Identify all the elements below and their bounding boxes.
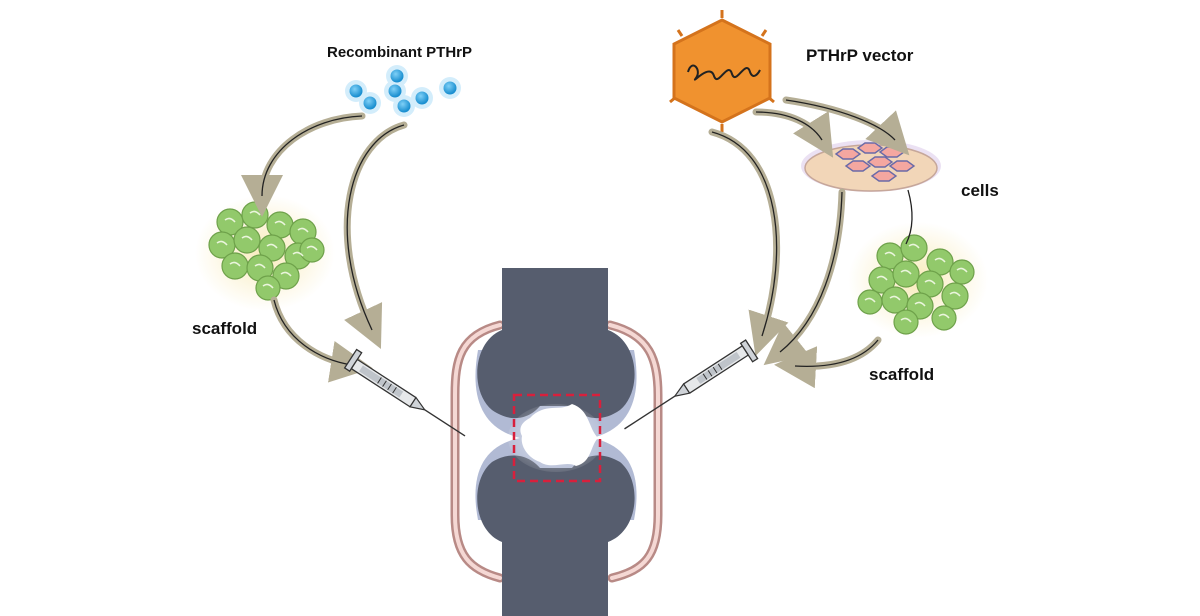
arrow-scaffold-to-syringe xyxy=(270,296,373,383)
defect-highlight-box xyxy=(512,393,602,483)
arrow-cells-to-syringe xyxy=(763,188,846,366)
viral-vector-icon xyxy=(669,10,775,132)
scaffold-cluster-icon xyxy=(195,195,335,311)
syringe-icon-right xyxy=(624,339,759,430)
syringe-icon xyxy=(343,348,466,437)
arrow-scaffold-to-syringe-right xyxy=(774,336,882,389)
scaffold-label-right: scaffold xyxy=(869,365,934,384)
arrow-vector-to-syringe xyxy=(708,128,789,356)
cell-culture-dish-icon xyxy=(801,140,941,192)
arrow-molecules-to-syringe xyxy=(343,121,408,350)
recombinant-pthrp-label: Recombinant PTHrP xyxy=(327,44,472,61)
scaffold-cluster-icon-right xyxy=(848,222,988,338)
cells-label: cells xyxy=(961,181,999,200)
lower-bone xyxy=(477,455,635,616)
upper-bone xyxy=(477,268,635,419)
pthrp-vector-label: PTHrP vector xyxy=(806,46,914,65)
scaffold-label-left: scaffold xyxy=(192,319,257,338)
protein-molecule-icon xyxy=(345,65,461,117)
knee-joint-icon xyxy=(450,268,663,616)
